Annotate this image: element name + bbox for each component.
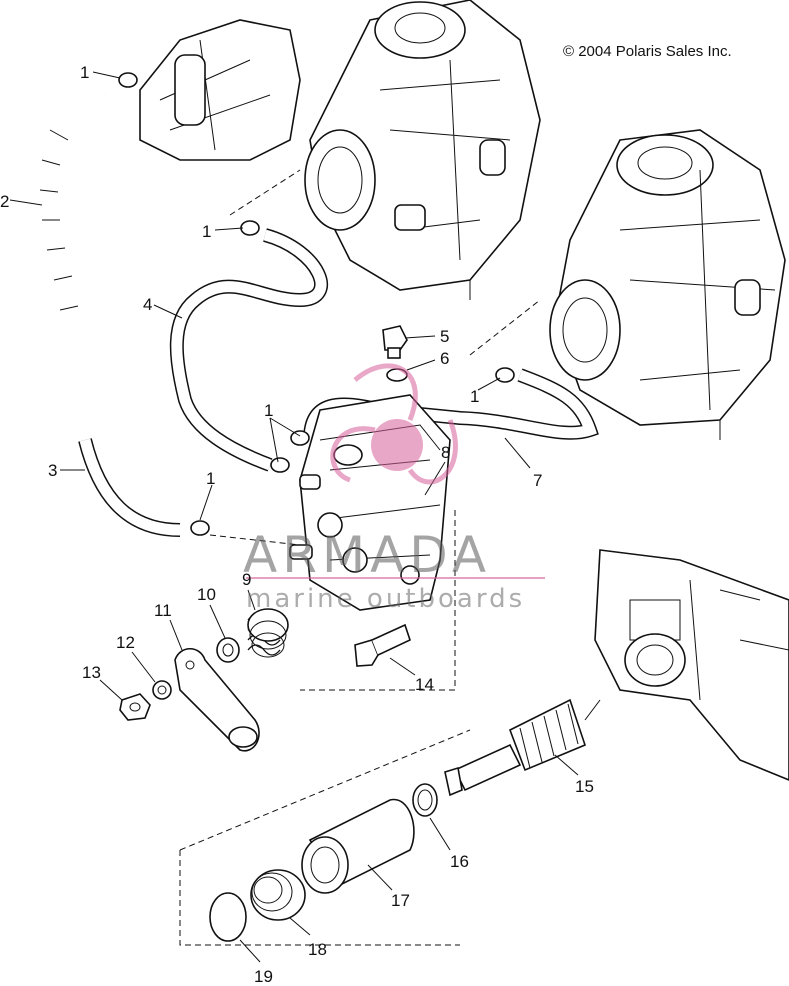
fuel-hose-4 [169,228,328,472]
watermark-brand: ARMADA [243,526,491,584]
washer-16 [412,783,438,817]
callout-9: 9 [242,570,251,589]
armada-watermark: ARMADA marine outboards [243,363,545,614]
copyright-text: © 2004 Polaris Sales Inc. [563,43,732,60]
engine-block [594,549,789,781]
callout-1-top: 1 [80,63,89,82]
callout-7: 7 [533,471,542,490]
vent-screw [382,325,408,359]
callout-1-pump: 1 [264,401,273,420]
hose-clamps [118,72,515,536]
leader-lines [9,71,579,963]
callout-19: 19 [254,967,273,986]
assembly-lines [179,169,541,946]
callout-14: 14 [415,675,434,694]
callout-12: 12 [116,633,135,652]
return-spring [247,608,289,658]
callout-13: 13 [82,663,101,682]
callout-1-lower: 1 [206,469,215,488]
watermark-tagline: marine outboards [246,584,525,614]
callout-5: 5 [440,327,449,346]
carburetor-right [549,129,786,440]
carburetor-rear [139,19,301,161]
callout-16: 16 [450,852,469,871]
o-ring-19 [209,892,247,942]
fuel-hose-7 [303,368,599,441]
callout-3: 3 [48,461,57,480]
callout-17: 17 [391,891,410,910]
sleeve-17 [301,798,415,894]
callout-1-right: 1 [470,387,479,406]
fuel-hose-2 [33,89,107,442]
callout-labels: 1 1 1 1 1 2 3 4 5 6 7 8 9 10 11 12 13 14… [0,63,594,986]
callout-8: 8 [441,443,450,462]
drive-shaft [444,698,601,797]
callout-2: 2 [0,192,9,211]
callout-10: 10 [197,585,216,604]
seal-18 [250,869,306,921]
callout-18: 18 [308,940,327,959]
pump-lever [174,647,260,752]
washer-12 [152,680,172,700]
fuel-hose-3 [78,438,181,537]
nut-13 [119,693,151,721]
callout-11: 11 [154,601,172,620]
bolt-14 [354,623,411,667]
callout-6: 6 [440,349,449,368]
carburetor-upper [304,0,541,300]
callout-15: 15 [575,777,594,796]
callout-4: 4 [143,295,152,314]
armada-logo-icon [330,363,458,485]
washer-10 [216,637,240,663]
callout-1-carb: 1 [202,222,211,241]
